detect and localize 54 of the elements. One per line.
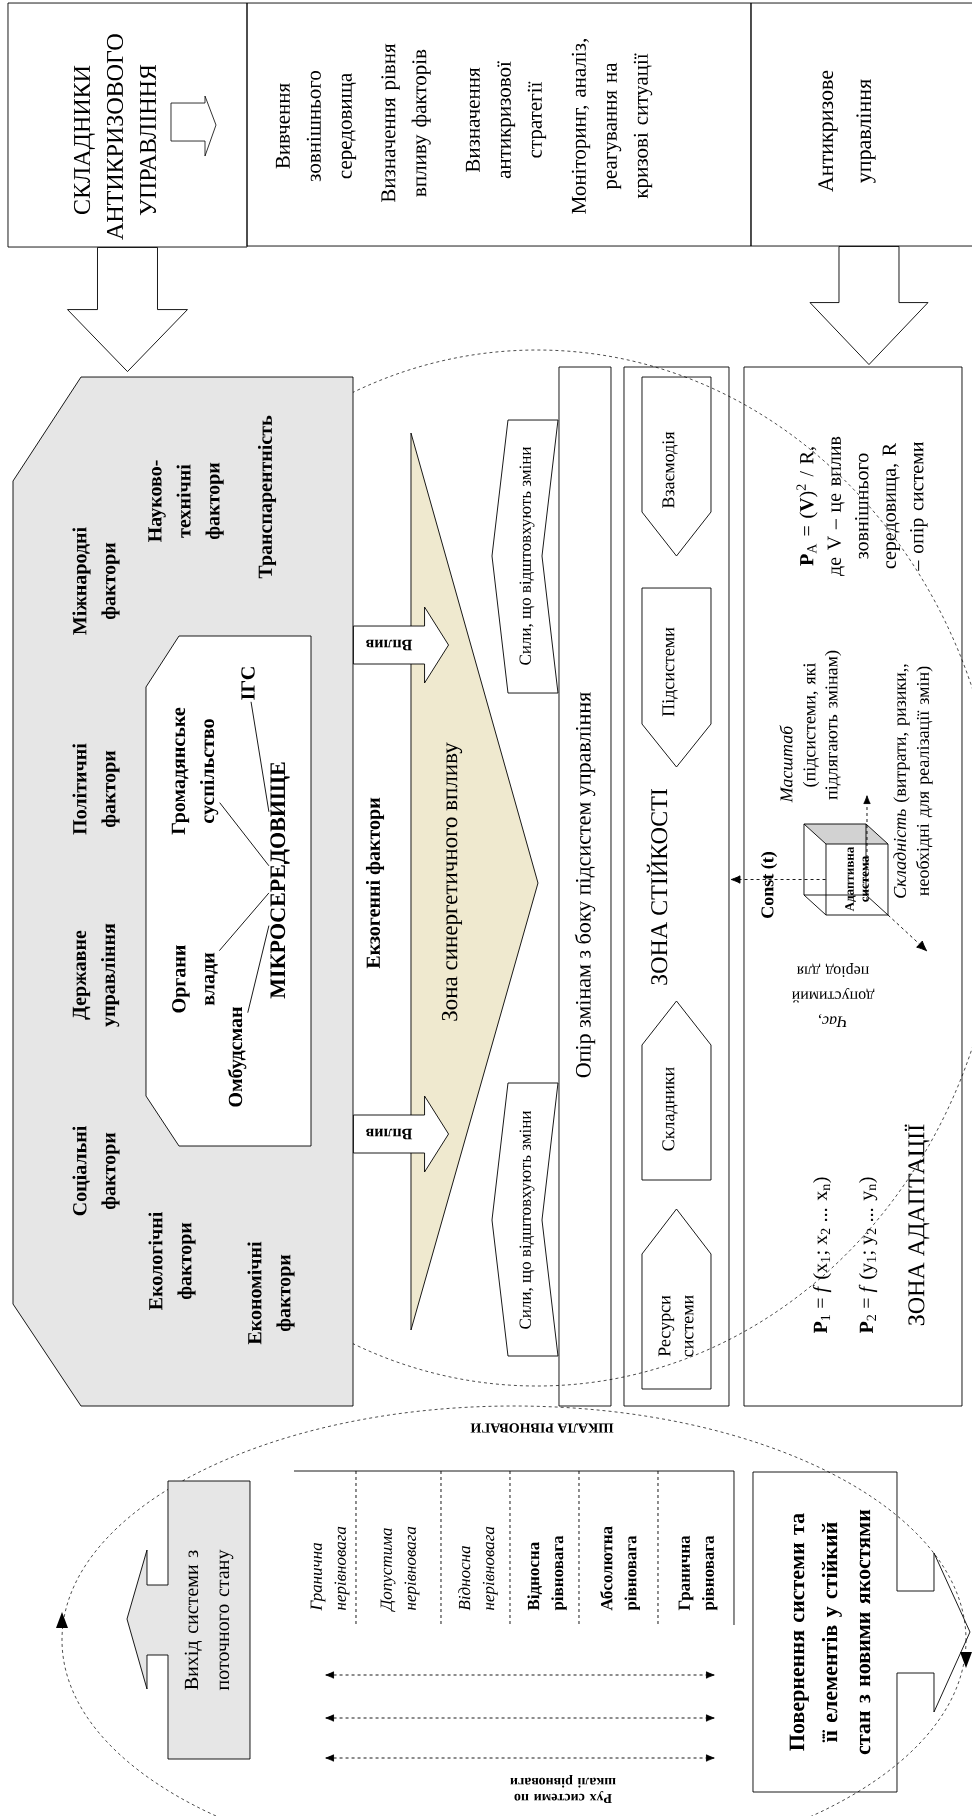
task-text: Визначення рівня впливу факторів [381, 43, 431, 203]
force-chevron: Сили, що відштовхують зміни [491, 1082, 559, 1357]
task-list-panel [246, 2, 752, 247]
scale-title: ШКАЛА РІВНОВАГИ [470, 1423, 614, 1433]
zone-text: P$_{1}$ = f (x$_{1}$; x$_{2}$ ... x$_{n}$) [812, 1177, 832, 1334]
zone-text: ЗОНА АДАПТАЦІЇ [904, 1124, 930, 1326]
connector-line [218, 892, 270, 952]
axis-label: (підсистеми, які підлягають змінам) [802, 650, 842, 800]
table-cell: Допустима нерівновага [380, 1526, 420, 1612]
task-text: Моніторинг, аналіз, реагування на кризові ситуації [571, 39, 653, 214]
heading-box: СКЛАДНИКИ АНТИКРИЗОВОГО УПРАВЛІННЯ [7, 2, 248, 248]
factor-label: Державне управління [72, 923, 120, 1027]
task-text: Визначення антикризової стратегії [465, 61, 547, 179]
pentagon-box: Ресурси системи [641, 1208, 712, 1390]
factor-label: Політичні фактори [72, 743, 120, 835]
factor-label: Екзогенні фактори [365, 797, 385, 969]
axis-label: Рух системи по шкалі рівноваги [510, 1774, 616, 1804]
table-cell: Відносна нерівновага [458, 1526, 498, 1611]
axis-label: Const (t) [760, 852, 778, 918]
adaptation-zone-box [743, 366, 963, 1407]
block-arrow [67, 247, 188, 372]
factor-label: Громадянське суспільство [171, 707, 219, 835]
block-arrow [353, 1095, 449, 1173]
block-arrow [809, 246, 929, 365]
connector-line [247, 925, 270, 1014]
factor-label: Економічні фактори [247, 1241, 295, 1345]
factor-label: Соціальні фактори [72, 1126, 120, 1216]
block-arrow [353, 606, 449, 684]
center-label: МІКРОСЕРЕДОВИЩЕ [270, 762, 290, 999]
axis-label: Масштаб [779, 725, 793, 803]
factor-label: ІГС [241, 667, 255, 700]
factor-label: Екологічні фактори [148, 1212, 196, 1310]
resistance-box: Опір змінам з боку підсистем управління [558, 366, 612, 1407]
factor-label: Транспарентність [257, 415, 277, 579]
connector-line [250, 701, 270, 813]
management-box: Антикризове управління [750, 2, 972, 247]
microenvironment-box [145, 635, 312, 1147]
factor-label: Органи влади [172, 945, 218, 1013]
axis-label: Час, допустимий період для [792, 963, 875, 1027]
arrow [730, 875, 826, 884]
factor-label: Омбудсман [227, 1006, 247, 1107]
pentagon-box: Підсистеми [641, 587, 712, 768]
connector-line [219, 802, 270, 867]
pentagon-box: Взаємодія [641, 376, 712, 557]
zone-text: P$_{2}$ = f (y$_{1}$; y$_{2}$ ... y$_{n}$) [858, 1177, 878, 1334]
table-cell: Відносна рівновага [527, 1535, 567, 1611]
cube: Адаптивна система [803, 823, 889, 916]
pentagon-box: Складники [641, 1000, 712, 1181]
table-cell: Гранична нерівновага [310, 1526, 350, 1611]
factor-label: Науково-технічні фактори [148, 460, 224, 542]
force-chevron: Сили, що відштовхують зміни [491, 419, 559, 694]
table-cell: Абсолютна рівновага [600, 1526, 640, 1611]
task-text: Вивчення зовнішнього середовища [275, 70, 357, 182]
factor-label: Міжнародні фактори [72, 527, 120, 635]
